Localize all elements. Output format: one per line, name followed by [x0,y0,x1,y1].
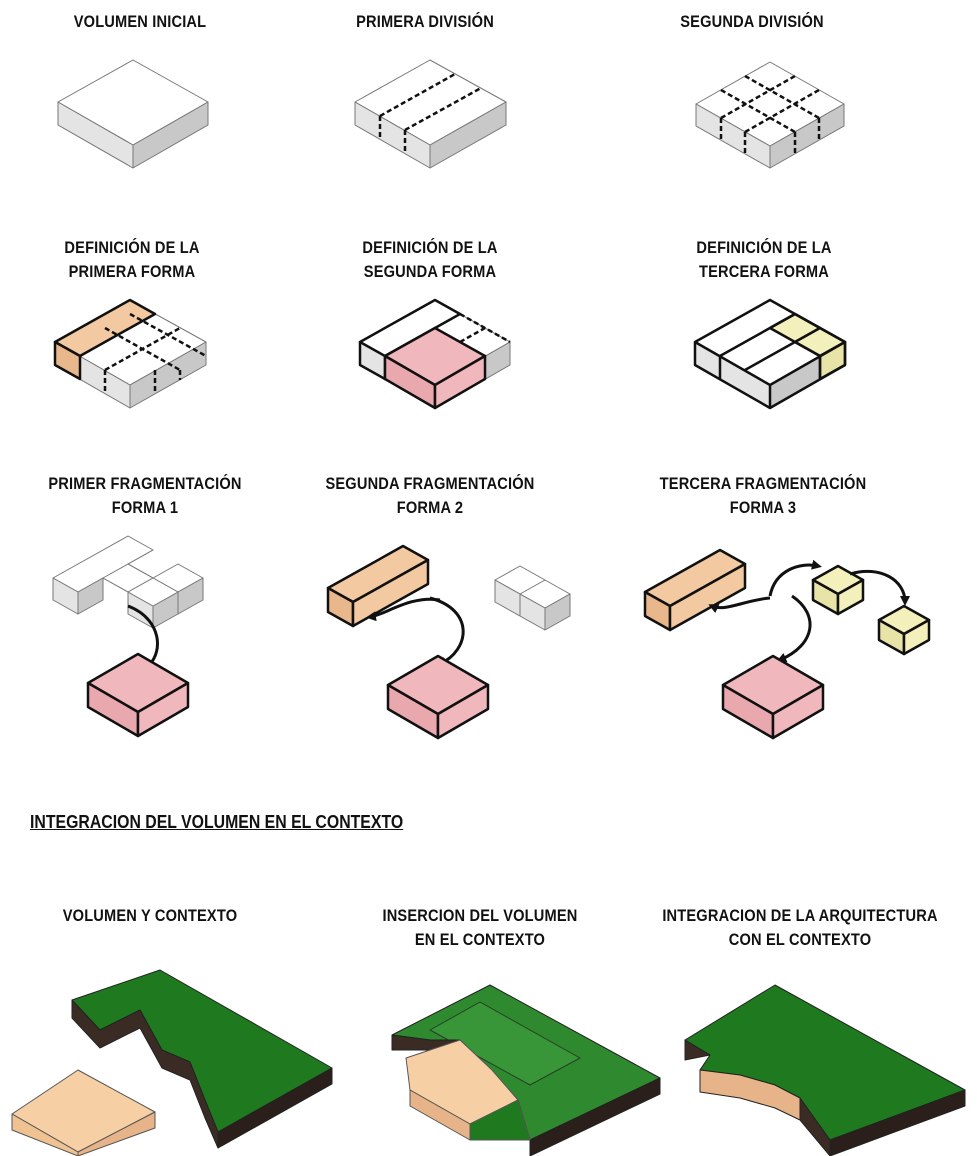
primera-division-block [354,59,507,169]
primera-division-cut-lines [378,72,482,153]
tercera-forma-outlines [693,298,847,410]
arrow-fragmento-3-down [776,594,812,663]
forma-2-piece-1 [86,652,190,738]
step-title-segunda-division: SEGUNDA DIVISIÓN [680,12,824,31]
fragmento-1-remainder [52,535,204,629]
step-title-fragmentacion-2: SEGUNDA FRAGMENTACIÓN FORMA 2 [325,474,535,517]
step-title-tercera-forma: DEFINICIÓN DE LA TERCERA FORMA [696,238,832,281]
step-title-fragmentacion-1: PRIMER FRAGMENTACIÓN FORMA 1 [48,474,242,517]
arrow-fragmento-3-up [768,559,822,597]
forma-2-piece-3 [721,654,825,740]
volumen-sand-2 [405,1039,531,1141]
arrow-fragmento-2-down [429,596,465,666]
forma-1-piece-3 [643,548,747,632]
terrain-1 [71,969,333,1149]
forma-3-remainder-2 [494,565,571,631]
terrain-2 [391,984,661,1156]
context-title-insercion: INSERCION DEL VOLUMEN EN EL CONTEXTO [382,906,578,949]
segunda-forma-cut-lines [459,312,511,344]
context-title-integracion: INTEGRACION DE LA ARQUITECTURA CON EL CO… [662,906,938,949]
context-section-title: INTEGRACION DEL VOLUMEN EN EL CONTEXTO [30,812,404,832]
step-title-primera-forma: DEFINICIÓN DE LA PRIMERA FORMA [64,238,200,281]
arrow-fragmento-3-right [849,569,910,606]
forma-2-highlight [383,326,487,410]
step-title-volumen-inicial: VOLUMEN INICIAL [73,12,207,31]
context-title-volumen-y-contexto: VOLUMEN Y CONTEXTO [62,906,238,925]
terrain-3 [684,984,966,1156]
volumen-sand-1 [11,1069,156,1156]
forma-1-piece [326,544,430,628]
segunda-division-cut-lines [719,74,821,154]
step-title-segunda-forma: DEFINICIÓN DE LA SEGUNDA FORMA [362,238,498,281]
volumen-inicial-block [57,59,209,169]
arrow-fragmento-3-left [708,596,771,614]
forma-3-cube-b [877,604,931,656]
step-title-fragmentacion-3: TERCERA FRAGMENTACIÓN FORMA 3 [659,474,867,517]
forma-2-piece-2 [386,654,490,740]
segunda-division-block [695,61,845,169]
primera-forma-cut-lines [103,312,207,393]
step-title-primera-division: PRIMERA DIVISIÓN [356,12,494,31]
